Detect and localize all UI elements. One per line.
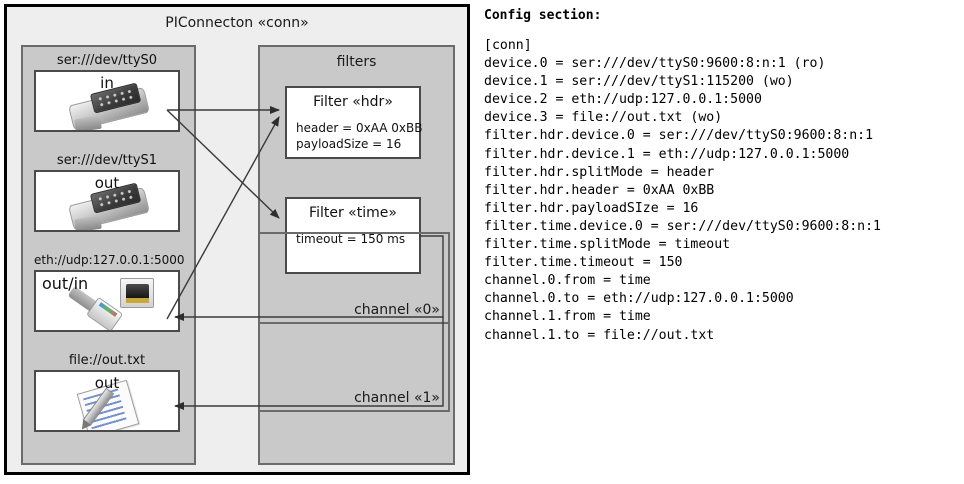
config-section: Config section: [conn] device.0 = ser:///…	[484, 8, 956, 345]
device-eth-udp-direction: out/in	[42, 274, 89, 293]
channel-0-region[interactable]: channel «0»	[258, 232, 450, 324]
config-line: device.3 = file://out.txt (wo)	[484, 110, 723, 126]
ethernet-jack-icon	[36, 272, 178, 330]
device-ttys1[interactable]: ser:///dev/ttyS1 out	[34, 151, 180, 232]
connector-diagram: PIConnecton «conn» ser:///dev/ttyS0 in	[4, 4, 470, 475]
config-line: channel.0.to = eth://udp:127.0.0.1:5000	[484, 291, 794, 307]
filter-time-title: Filter «time»	[309, 205, 397, 221]
config-line: filter.hdr.device.0 = ser:///dev/ttyS0:9…	[484, 128, 874, 144]
config-line: filter.time.timeout = 150	[484, 255, 683, 271]
config-line: filter.hdr.device.1 = eth://udp:127.0.0.…	[484, 146, 850, 162]
filter-hdr-box[interactable]: Filter «hdr» header = 0xAA 0xBB payloadS…	[285, 86, 423, 159]
device-eth-udp-label: eth://udp:127.0.0.1:5000	[34, 253, 185, 267]
filter-hdr-prop-payloadsize: payloadSize = 16	[296, 137, 402, 151]
filters-panel-title: filters	[336, 54, 377, 70]
device-ttys0-box[interactable]: in	[34, 70, 180, 132]
device-eth-udp-box[interactable]: out/in	[34, 270, 180, 332]
filters-panel: filters Filter «hdr» header = 0xAA 0xBB …	[258, 45, 455, 465]
device-ttys1-label: ser:///dev/ttyS1	[56, 153, 158, 168]
device-file-out-direction: out	[94, 374, 120, 392]
config-line: channel.1.to = file://out.txt	[484, 327, 715, 343]
devices-panel: ser:///dev/ttyS0 in ser:///dev/tty	[21, 45, 196, 465]
config-line: channel.1.from = time	[484, 309, 651, 325]
device-ttys0[interactable]: ser:///dev/ttyS0 in	[34, 51, 180, 132]
config-line: filter.time.splitMode = timeout	[484, 237, 731, 253]
config-line: device.2 = eth://udp:127.0.0.1:5000	[484, 92, 762, 108]
diagram-title: PIConnecton «conn»	[165, 15, 309, 31]
config-line: filter.hdr.splitMode = header	[484, 164, 715, 180]
device-eth-udp[interactable]: eth://udp:127.0.0.1:5000 out/in	[34, 251, 185, 332]
config-line: filter.hdr.payloadSIze = 16	[484, 200, 699, 216]
channel-1-region[interactable]: channel «1»	[258, 322, 450, 412]
filter-hdr-prop-header: header = 0xAA 0xBB	[296, 121, 423, 135]
channel-0-label: channel «0»	[354, 302, 440, 318]
config-line: device.0 = ser:///dev/ttyS0:9600:8:n:1 (…	[484, 56, 826, 72]
config-line: channel.0.from = time	[484, 273, 651, 289]
config-line: filter.hdr.header = 0xAA 0xBB	[484, 182, 715, 198]
config-lines: [conn] device.0 = ser:///dev/ttyS0:9600:8…	[484, 37, 956, 345]
filter-hdr-title: Filter «hdr»	[313, 94, 393, 110]
config-heading: Config section:	[484, 8, 602, 23]
config-line: [conn]	[484, 38, 532, 53]
device-file-out[interactable]: file://out.txt out	[34, 351, 180, 432]
channel-1-label: channel «1»	[354, 390, 440, 406]
config-line: device.1 = ser:///dev/ttyS1:115200 (wo)	[484, 74, 794, 90]
device-ttys1-direction: out	[94, 174, 120, 192]
device-ttys0-label: ser:///dev/ttyS0	[56, 53, 158, 68]
device-file-out-box[interactable]: out	[34, 370, 180, 432]
device-ttys1-box[interactable]: out	[34, 170, 180, 232]
device-file-out-label: file://out.txt	[68, 353, 146, 368]
config-line: filter.time.device.0 = ser:///dev/ttyS0:…	[484, 218, 881, 234]
device-ttys0-direction: in	[100, 74, 114, 92]
